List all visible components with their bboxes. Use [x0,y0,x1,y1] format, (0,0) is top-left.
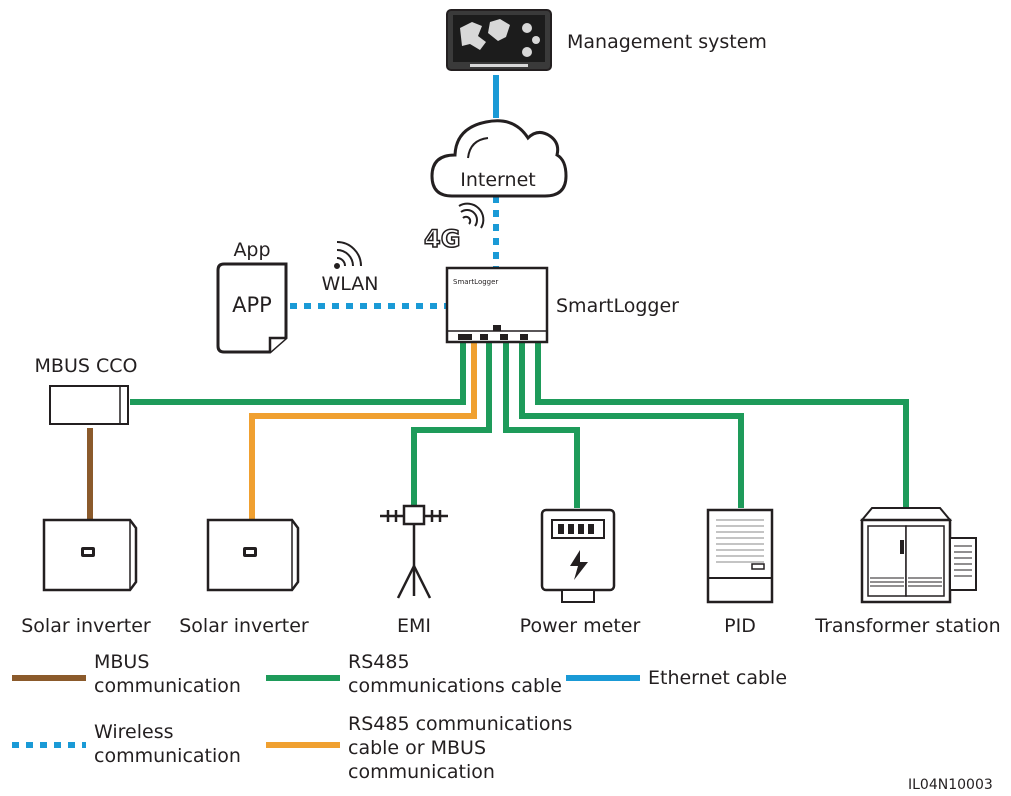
rs485-line-mbus-cco [130,343,466,405]
emi-device [380,504,448,599]
power-meter-label: Power meter [520,615,641,637]
legend-text-mbus: MBUS communication [94,651,241,697]
legend-swatches [12,675,640,748]
solar-inverter-1-device [42,518,138,592]
wlan-signal-icon [334,241,362,269]
mbus-cco-label: MBUS CCO [35,355,138,377]
smartlogger-brand-text: SmartLogger [453,278,498,286]
transformer-station-label: Transformer station [814,615,1000,637]
management-system-device [446,9,552,71]
smartlogger-device [445,266,549,344]
solar-inverter-2-device [206,518,300,592]
rs485-line-emi [411,343,492,508]
emi-label: EMI [397,615,431,637]
rs485-line-pid [519,343,744,508]
4g-signal-icon [458,202,485,229]
legend-text-wireless: Wireless communication [94,721,241,767]
legend-text-rs485-or-mbus: RS485 communications cable or MBUS commu… [348,713,573,783]
legend-text-rs485: RS485 communications cable [348,651,562,697]
transformer-station-device [859,507,977,604]
internet-label: Internet [460,169,535,191]
wlan-label: WLAN [321,273,378,295]
figure-id: IL04N10003 [908,777,993,793]
rs485-line-power-meter [503,343,580,508]
solar-inverter-2-label: Solar inverter [179,615,309,637]
legend-text-ethernet: Ethernet cable [648,667,788,689]
4g-label: 4G [424,225,460,253]
management-system-label: Management system [567,31,767,53]
app-icon-text: APP [232,293,272,317]
app-icon [216,262,288,354]
smartlogger-label: SmartLogger [556,295,679,317]
rs485-line-transformer [535,343,909,510]
rs485-or-mbus-line-inverter [249,343,477,520]
pid-label: PID [724,615,756,637]
app-caption: App [233,239,270,261]
solar-inverter-1-label: Solar inverter [21,615,151,637]
connections [87,75,909,520]
power-meter-device [540,508,616,603]
pid-device [706,508,774,604]
mbus-cco-device [49,385,129,425]
internet-cloud-icon [430,119,568,198]
